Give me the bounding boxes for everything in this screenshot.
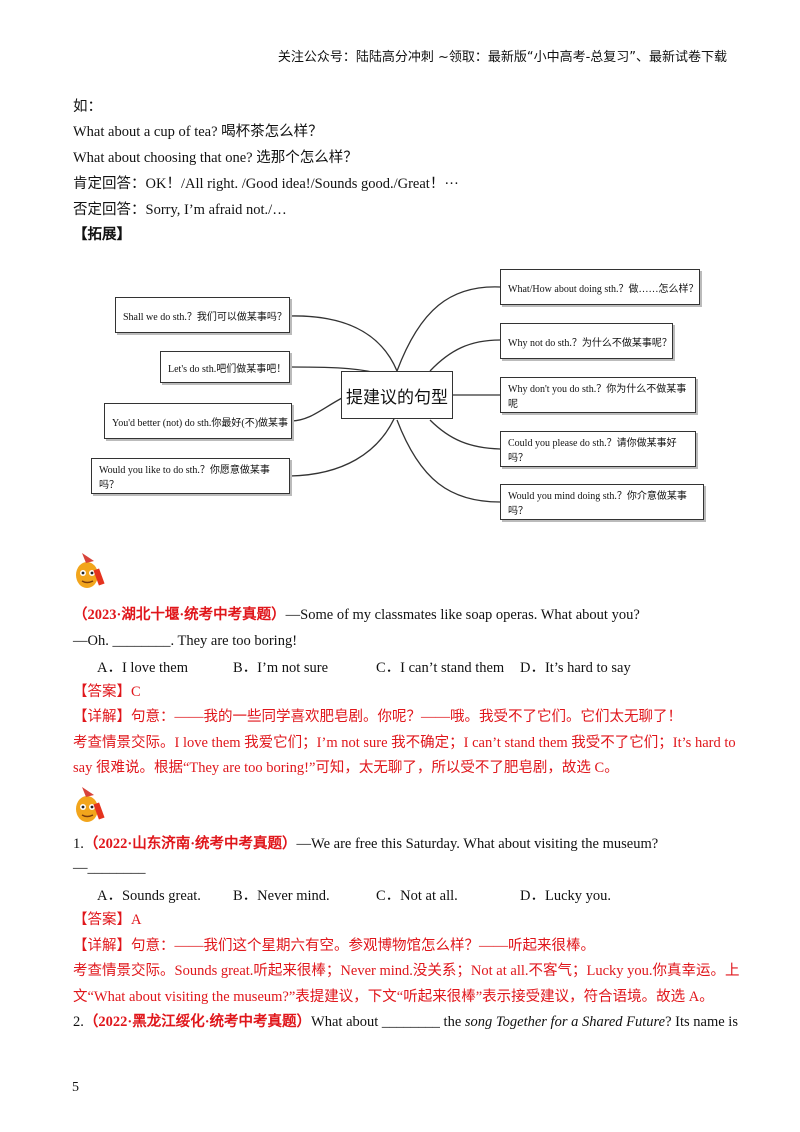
q1-option-b[interactable]: B．Never mind. [233,888,330,904]
negative-answer: 否定回答：Sorry, I’m afraid not./… [73,202,287,218]
mindmap-center: 提建议的句型 [341,371,453,419]
q0-detail-3: say 很难说。根据“They are too boring!”可知，太无聊了，… [73,760,619,776]
mindmap-left-item: Shall we do sth.？我们可以做某事吗？ [115,297,290,333]
mindmap-right-item: Could you please do sth.？请你做某事好吗？ [500,431,696,467]
page-header: 关注公众号：陆陆高分冲刺 ~领取：最新版“小中高考-总复习”、最新试卷下载 [277,50,727,65]
pencil-mascot-icon [76,787,105,822]
q0-stem: —Some of my classmates like soap operas.… [285,607,640,623]
q0-detail-2: 考查情景交际。I love them 我爱它们；I’m not sure 我不确… [73,735,736,751]
q1-option-d[interactable]: D．Lucky you. [520,888,612,904]
q0-source: （2023·湖北十堰·统考中考真题） [73,607,286,623]
example-1: What about a cup of tea? 喝杯茶怎么样？ [73,124,323,140]
q1-detail-3: 文“What about visiting the museum?”表提建议，下… [73,989,714,1005]
mindmap-right-item: What/How about doing sth.？做……怎么样？ [500,269,700,305]
q1-option-c[interactable]: C．Not at all. [376,888,458,904]
q1-detail-1: 【详解】句意：——我们这个星期六有空。参观博物馆怎么样？——听起来很棒。 [73,938,595,954]
mindmap-right-item: Why don't you do sth.？你为什么不做某事呢 [500,377,696,413]
q2-stem-line: 2.（2022·黑龙江绥化·统考中考真题）What about ________… [73,1012,738,1032]
intro-ru: 如： [73,99,102,115]
q0-stem-line: （2023·湖北十堰·统考中考真题）—Some of my classmates… [73,605,640,625]
page-number: 5 [72,1080,79,1095]
example-2: What about choosing that one? 选那个怎么样？ [73,150,358,166]
mindmap-left-item: Would you like to do sth.？你愿意做某事吗？ [91,458,290,494]
q1-number: 1. [73,836,84,852]
q1-answer: 【答案】A [73,912,142,928]
q0-option-a[interactable]: A．I love them [97,660,189,676]
q0-answer: 【答案】C [73,684,141,700]
q1-option-a[interactable]: A．Sounds great. [97,888,201,904]
expand-heading: 【拓展】 [73,227,131,243]
q2-stem-b: ? Its name is [665,1014,738,1030]
mindmap-right-item: Why not do sth.？为什么不做某事呢？ [500,323,673,359]
mindmap-left-item: Let's do sth.吧们做某事吧！ [160,351,290,383]
positive-answer: 肯定回答：OK！/All right. /Good idea!/Sounds g… [73,176,459,192]
q1-stem-line: 1.（2022·山东济南·统考中考真题）—We are free this Sa… [73,834,658,854]
q0-option-c[interactable]: C．I can’t stand them [376,660,505,676]
q1-stem2: —________ [73,860,146,876]
mindmap-right-item: Would you mind doing sth.？你介意做某事吗？ [500,484,704,520]
q0-detail-1: 【详解】句意：——我的一些同学喜欢肥皂剧。你呢？——哦。我受不了它们。它们太无聊… [73,709,682,725]
q2-number: 2. [73,1014,84,1030]
mindmap-left-item: You'd better (not) do sth.你最好(不)做某事 [104,403,292,439]
q1-stem: —We are free this Saturday. What about v… [296,836,659,852]
q2-stem-a: What about ________ the [311,1014,465,1030]
pencil-mascot-icon [76,553,105,588]
q0-option-d[interactable]: D．It’s hard to say [520,660,631,676]
q1-detail-2: 考查情景交际。Sounds great.听起来很棒；Never mind.没关系… [73,963,740,979]
q0-stem2: —Oh. ________. They are too boring! [73,633,298,649]
q2-source: （2022·黑龙江绥化·统考中考真题） [83,1014,312,1030]
q2-song-title: song Together for a Shared Future [464,1014,666,1030]
q0-option-b[interactable]: B．I’m not sure [233,660,329,676]
q1-source: （2022·山东济南·统考中考真题） [83,836,297,852]
